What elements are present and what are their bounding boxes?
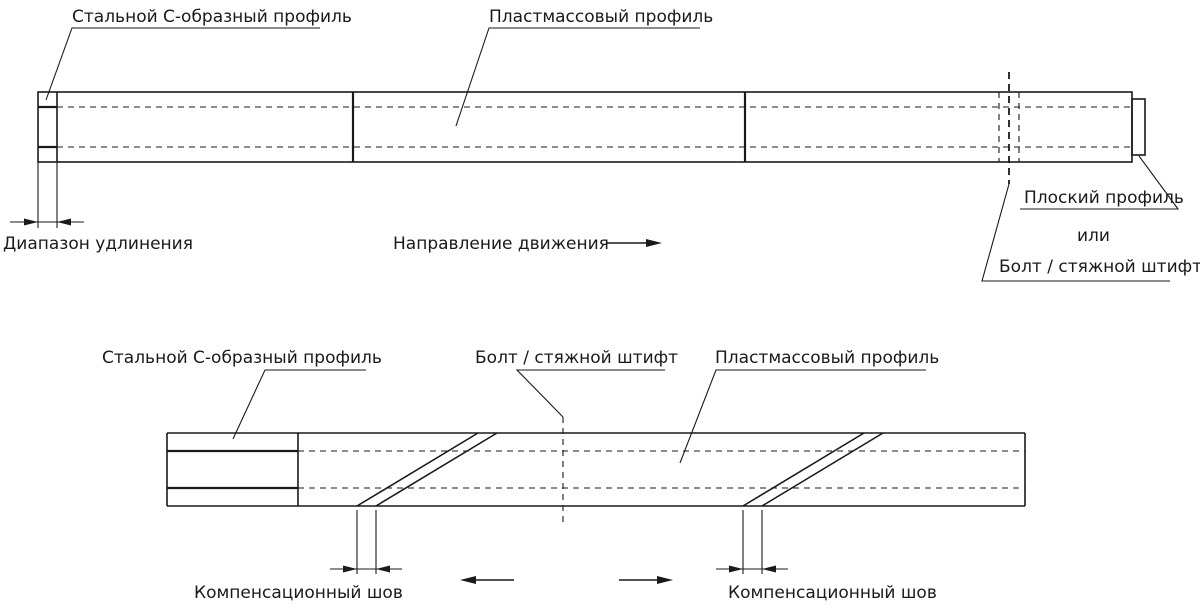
bottom-leader-plastic [679, 369, 926, 464]
leader-bolt [981, 183, 1170, 282]
top-diagram: Стальной С-образный профиль Пластмассовы… [3, 7, 1200, 282]
bottom-arrow-left-head [460, 576, 476, 584]
bottom-leader-steel [232, 369, 366, 440]
leader-steel-profile [45, 27, 320, 101]
bottom-arrow-right-head [657, 576, 673, 584]
label-plastic-profile-top: Пластмассовый профиль [489, 7, 713, 27]
joint-left-line-1 [356, 432, 479, 507]
joint-left-line-2 [375, 432, 498, 507]
label-bolt-top: Болт / стяжной штифт [999, 257, 1200, 277]
elongation-arrow-left [24, 218, 38, 226]
bottom-diagram: Стальной С-образный профиль Болт / стяжн… [102, 348, 1026, 603]
elongation-arrow-right [57, 218, 71, 226]
label-or: или [1077, 226, 1110, 246]
joint-right-line-2 [761, 432, 884, 507]
joint-right-arrow-right [762, 565, 776, 573]
joint-right-line-1 [742, 432, 865, 507]
direction-arrow-head [646, 239, 662, 247]
label-steel-profile-top: Стальной С-образный профиль [72, 7, 352, 27]
leader-plastic-profile [455, 27, 700, 127]
top-bar-outline [37, 91, 1133, 163]
label-bolt-bottom: Болт / стяжной штифт [475, 348, 678, 368]
flat-profile-end [1131, 98, 1146, 156]
label-direction: Направление движения [393, 234, 609, 254]
leader-flat-profile [1020, 155, 1180, 210]
joint-left-arrow-right [376, 565, 390, 573]
joint-right-arrow-left [729, 565, 743, 573]
label-plastic-profile-bottom: Пластмассовый профиль [715, 348, 939, 368]
label-elongation-range: Диапазон удлинения [3, 234, 193, 254]
label-joint-right: Компенсационный шов [728, 583, 937, 603]
label-joint-left: Компенсационный шов [194, 583, 403, 603]
label-flat-profile: Плоский профиль [1024, 188, 1184, 208]
label-steel-profile-bottom: Стальной С-образный профиль [102, 348, 382, 368]
bottom-leader-bolt [515, 369, 665, 418]
joint-left-arrow-left [343, 565, 357, 573]
